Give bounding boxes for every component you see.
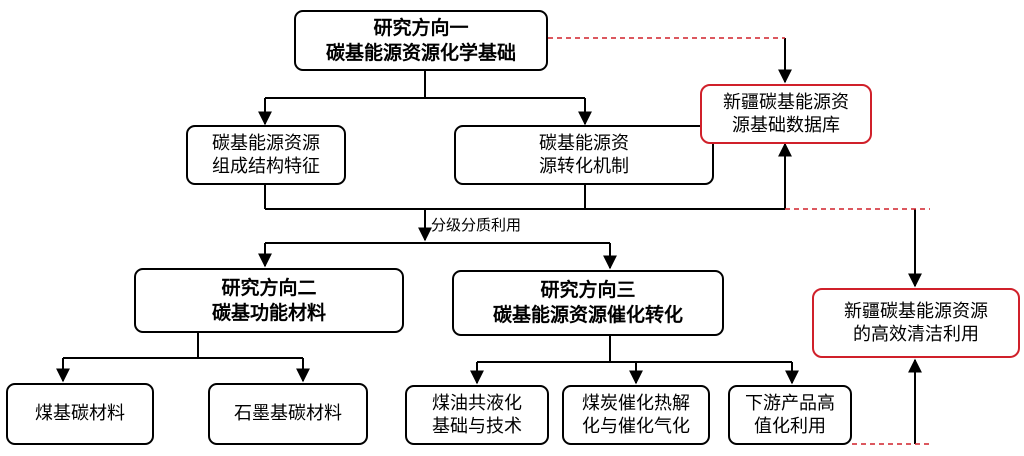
node-clean-use: 新疆碳基能源资源 的高效清洁利用 xyxy=(812,288,1020,358)
node-composition-line1: 碳基能源资源 xyxy=(212,132,320,154)
node-composition: 碳基能源资源 组成结构特征 xyxy=(186,125,346,185)
node-downstream: 下游产品高 值化利用 xyxy=(728,385,852,445)
node-top: 研究方向一 碳基能源资源化学基础 xyxy=(294,10,548,71)
node-coal-oil-line2: 基础与技术 xyxy=(432,416,522,437)
graded-utilization-label: 分级分质利用 xyxy=(431,216,522,234)
node-coal-carbon-line1: 煤基碳材料 xyxy=(35,403,125,425)
node-direction3-line2: 碳基能源资源催化转化 xyxy=(492,304,683,326)
node-direction3-line1: 研究方向三 xyxy=(540,279,636,302)
node-direction2: 研究方向二 碳基功能材料 xyxy=(134,268,404,333)
node-mechanism-line1: 碳基能源资 xyxy=(539,132,629,154)
node-coal-catalysis-line2: 化与催化气化 xyxy=(582,416,690,437)
node-composition-line2: 组成结构特征 xyxy=(212,156,320,177)
node-mechanism: 碳基能源资 源转化机制 xyxy=(454,125,714,185)
node-database-line1: 新疆碳基能源资 xyxy=(723,91,849,113)
node-mechanism-line2: 源转化机制 xyxy=(539,156,629,177)
node-downstream-line1: 下游产品高 xyxy=(745,392,835,414)
node-coal-oil-line1: 煤油共液化 xyxy=(432,392,522,414)
node-coal-oil: 煤油共液化 基础与技术 xyxy=(405,385,549,445)
node-top-line2: 碳基能源资源化学基础 xyxy=(325,41,516,64)
node-coal-catalysis: 煤炭催化热解 化与催化气化 xyxy=(562,385,710,445)
node-direction3: 研究方向三 碳基能源资源催化转化 xyxy=(452,270,724,336)
node-database: 新疆碳基能源资 源基础数据库 xyxy=(700,84,872,144)
node-database-line2: 源基础数据库 xyxy=(732,115,840,136)
node-graphite-carbon: 石墨基碳材料 xyxy=(208,383,368,445)
node-downstream-line2: 值化利用 xyxy=(754,416,826,437)
node-coal-carbon: 煤基碳材料 xyxy=(6,383,154,445)
node-top-line1: 研究方向一 xyxy=(373,16,469,39)
node-direction2-line2: 碳基功能材料 xyxy=(211,301,326,324)
node-clean-use-line2: 的高效清洁利用 xyxy=(853,324,979,345)
node-graphite-carbon-line1: 石墨基碳材料 xyxy=(234,403,342,425)
node-direction2-line1: 研究方向二 xyxy=(221,276,317,299)
node-clean-use-line1: 新疆碳基能源资源 xyxy=(844,300,988,322)
node-coal-catalysis-line1: 煤炭催化热解 xyxy=(582,392,690,414)
